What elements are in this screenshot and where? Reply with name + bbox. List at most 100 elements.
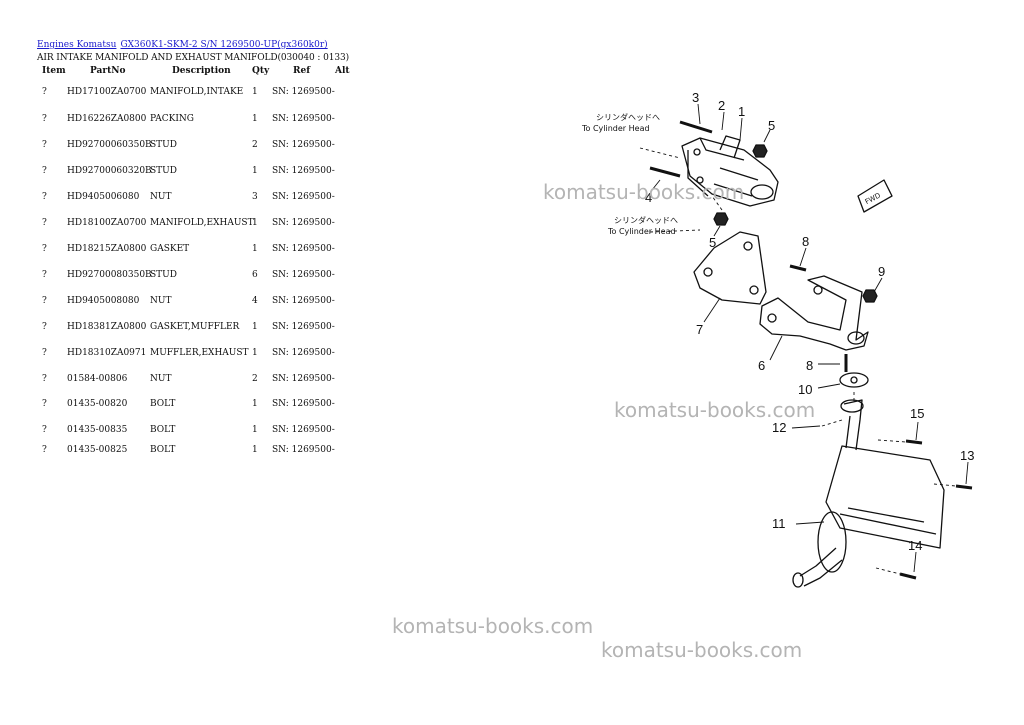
callout-15: 15 — [910, 406, 924, 421]
watermark-1: komatsu-books.com — [543, 180, 745, 204]
cell-qty: 1 — [252, 399, 258, 409]
cell-item: ? — [42, 425, 47, 435]
cell-qty: 2 — [252, 374, 258, 384]
cell-description: GASKET — [150, 244, 190, 254]
watermark-2: komatsu-books.com — [614, 398, 816, 422]
callout-13: 13 — [960, 448, 974, 463]
callout-7: 7 — [696, 322, 703, 337]
callout-14: 14 — [908, 538, 922, 553]
header-item: Item — [42, 66, 66, 76]
cell-item: ? — [42, 374, 47, 384]
exhaust-manifold-drawing — [759, 275, 869, 351]
cell-item: ? — [42, 445, 47, 455]
callout-8-bottom: 8 — [806, 358, 813, 373]
cell-ref: SN: 1269500- — [272, 140, 335, 150]
watermark-4: komatsu-books.com — [601, 638, 803, 662]
cell-partno: HD9405008080 — [67, 296, 140, 306]
cell-qty: 1 — [252, 445, 258, 455]
cell-ref: SN: 1269500- — [272, 192, 335, 202]
cell-description: STUD — [150, 270, 177, 280]
cell-ref: SN: 1269500- — [272, 87, 335, 97]
cell-partno: HD92700060320B — [67, 166, 152, 176]
callout-9: 9 — [878, 264, 885, 279]
cell-ref: SN: 1269500- — [272, 425, 335, 435]
cell-qty: 6 — [252, 270, 258, 280]
callout-10: 10 — [798, 382, 812, 397]
callout-5-bottom: 5 — [709, 235, 716, 250]
cell-qty: 1 — [252, 322, 258, 332]
cell-qty: 1 — [252, 87, 258, 97]
muffler-drawing — [792, 399, 945, 588]
note-jp-top: シリンダヘッドへ — [596, 112, 660, 122]
cell-description: NUT — [150, 296, 172, 306]
cell-partno: HD18215ZA0800 — [67, 244, 147, 254]
callout-3: 3 — [692, 90, 699, 105]
callout-4: 4 — [645, 190, 652, 205]
breadcrumb-root-link[interactable]: Engines Komatsu — [37, 40, 117, 50]
callout-11: 11 — [772, 516, 786, 531]
cell-qty: 2 — [252, 140, 258, 150]
cell-ref: SN: 1269500- — [272, 348, 335, 358]
callout-5-top: 5 — [768, 118, 775, 133]
callout-6: 6 — [758, 358, 765, 373]
cell-qty: 1 — [252, 114, 258, 124]
page-title: AIR INTAKE MANIFOLD AND EXHAUST MANIFOLD… — [37, 53, 349, 63]
intake-manifold-drawing — [681, 135, 779, 207]
cell-description: GASKET,MUFFLER — [150, 322, 240, 332]
callout-8-top: 8 — [802, 234, 809, 249]
cell-partno: HD92700080350B — [67, 270, 152, 280]
cell-ref: SN: 1269500- — [272, 218, 335, 228]
note-en-top: To Cylinder Head — [581, 124, 650, 133]
cell-partno: 01435-00835 — [67, 425, 128, 435]
cell-item: ? — [42, 296, 47, 306]
cell-item: ? — [42, 399, 47, 409]
header-partno: PartNo — [90, 66, 126, 76]
cell-item: ? — [42, 348, 47, 358]
watermark-3: komatsu-books.com — [392, 614, 594, 638]
cell-item: ? — [42, 322, 47, 332]
cell-item: ? — [42, 244, 47, 254]
cell-ref: SN: 1269500- — [272, 399, 335, 409]
cell-description: NUT — [150, 192, 172, 202]
callout-2: 2 — [718, 98, 725, 113]
cell-partno: HD16226ZA0800 — [67, 114, 147, 124]
cell-partno: HD18381ZA0800 — [67, 322, 147, 332]
header-description: Description — [172, 66, 231, 76]
cell-item: ? — [42, 218, 47, 228]
cell-ref: SN: 1269500- — [272, 114, 335, 124]
cell-ref: SN: 1269500- — [272, 244, 335, 254]
cell-ref: SN: 1269500- — [272, 166, 335, 176]
cell-description: NUT — [150, 374, 172, 384]
cell-description: BOLT — [150, 425, 176, 435]
cell-partno: HD92700060350B — [67, 140, 152, 150]
cell-qty: 1 — [252, 218, 258, 228]
cell-item: ? — [42, 192, 47, 202]
note-en-bottom: To Cylinder Head — [607, 227, 676, 236]
cell-ref: SN: 1269500- — [272, 270, 335, 280]
cell-partno: 01435-00820 — [67, 399, 128, 409]
cell-ref: SN: 1269500- — [272, 296, 335, 306]
callout-12: 12 — [772, 420, 786, 435]
cell-qty: 3 — [252, 192, 258, 202]
breadcrumb-model-link[interactable]: GX360K1-SKM-2 S/N 1269500-UP(gx360k0r) — [120, 40, 328, 50]
callout-1: 1 — [738, 104, 745, 119]
exhaust-gasket-drawing — [693, 231, 767, 305]
cell-description: MANIFOLD,EXHAUST — [150, 218, 254, 228]
cell-qty: 1 — [252, 166, 258, 176]
cell-partno: HD18310ZA0971 — [67, 348, 147, 358]
cell-partno: HD9405006080 — [67, 192, 140, 202]
cell-description: STUD — [150, 166, 177, 176]
cell-partno: HD18100ZA0700 — [67, 218, 147, 228]
